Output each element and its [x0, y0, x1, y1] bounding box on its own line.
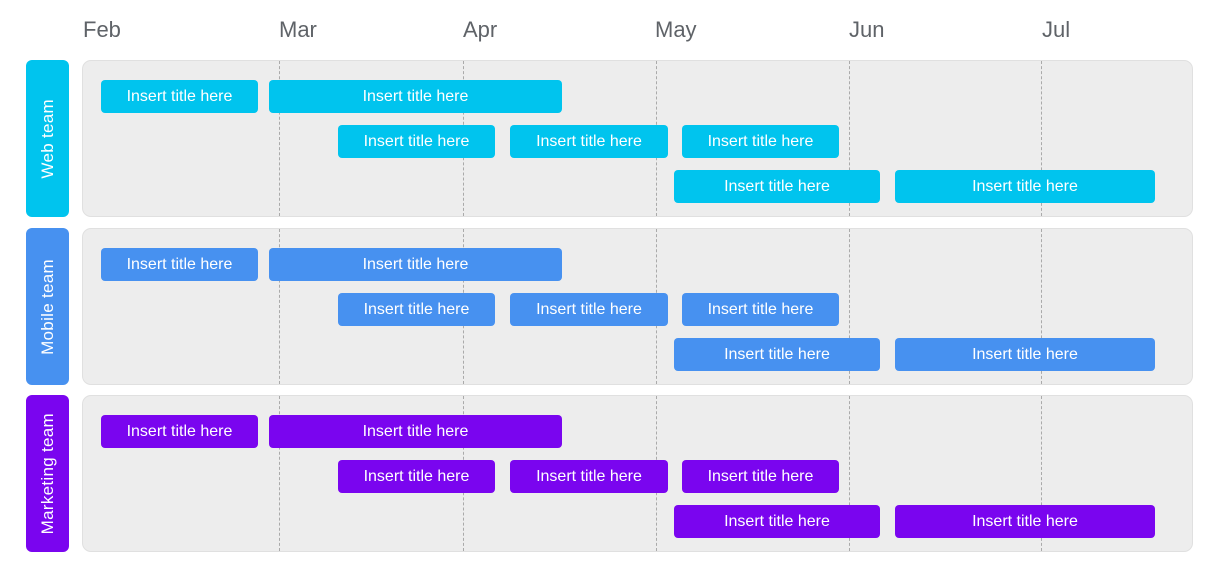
gantt-bar[interactable]: Insert title here: [269, 248, 562, 281]
month-label-feb: Feb: [83, 17, 121, 42]
team-tab-label: Marketing team: [37, 412, 57, 535]
month-label-may: May: [655, 17, 697, 42]
month-gridline: [279, 229, 280, 384]
gantt-bar[interactable]: Insert title here: [895, 338, 1155, 371]
month-gridline: [849, 229, 850, 384]
month-gridline: [279, 396, 280, 551]
gantt-bar[interactable]: Insert title here: [338, 460, 495, 493]
month-gridline: [1041, 396, 1042, 551]
gantt-bar[interactable]: Insert title here: [682, 460, 839, 493]
month-gridline: [279, 61, 280, 216]
gantt-bar[interactable]: Insert title here: [338, 125, 495, 158]
team-tab-label: Web team: [37, 98, 57, 179]
gantt-bar[interactable]: Insert title here: [895, 505, 1155, 538]
gantt-bar[interactable]: Insert title here: [101, 80, 258, 113]
team-tab-marketing[interactable]: Marketing team: [26, 395, 69, 552]
month-label-apr: Apr: [463, 17, 498, 42]
month-gridline: [849, 396, 850, 551]
gantt-bar[interactable]: Insert title here: [101, 415, 258, 448]
team-tab-mobile[interactable]: Mobile team: [26, 228, 69, 385]
gantt-bar[interactable]: Insert title here: [338, 293, 495, 326]
gantt-bar[interactable]: Insert title here: [674, 338, 880, 371]
team-tab-label: Mobile team: [37, 258, 57, 355]
gantt-bar[interactable]: Insert title here: [682, 293, 839, 326]
gantt-bar[interactable]: Insert title here: [269, 415, 562, 448]
gantt-bar[interactable]: Insert title here: [674, 170, 880, 203]
month-gridline: [1041, 229, 1042, 384]
month-gridline: [849, 61, 850, 216]
gantt-bar[interactable]: Insert title here: [269, 80, 562, 113]
gantt-bar[interactable]: Insert title here: [895, 170, 1155, 203]
gantt-bar[interactable]: Insert title here: [682, 125, 839, 158]
gantt-bar[interactable]: Insert title here: [510, 293, 668, 326]
gantt-bar[interactable]: Insert title here: [674, 505, 880, 538]
gantt-bar[interactable]: Insert title here: [510, 460, 668, 493]
month-label-jul: Jul: [1042, 17, 1071, 42]
month-gridline: [1041, 61, 1042, 216]
month-label-mar: Mar: [279, 17, 317, 42]
gantt-bar[interactable]: Insert title here: [510, 125, 668, 158]
gantt-bar[interactable]: Insert title here: [101, 248, 258, 281]
team-tab-web[interactable]: Web team: [26, 60, 69, 217]
month-label-jun: Jun: [849, 17, 885, 42]
